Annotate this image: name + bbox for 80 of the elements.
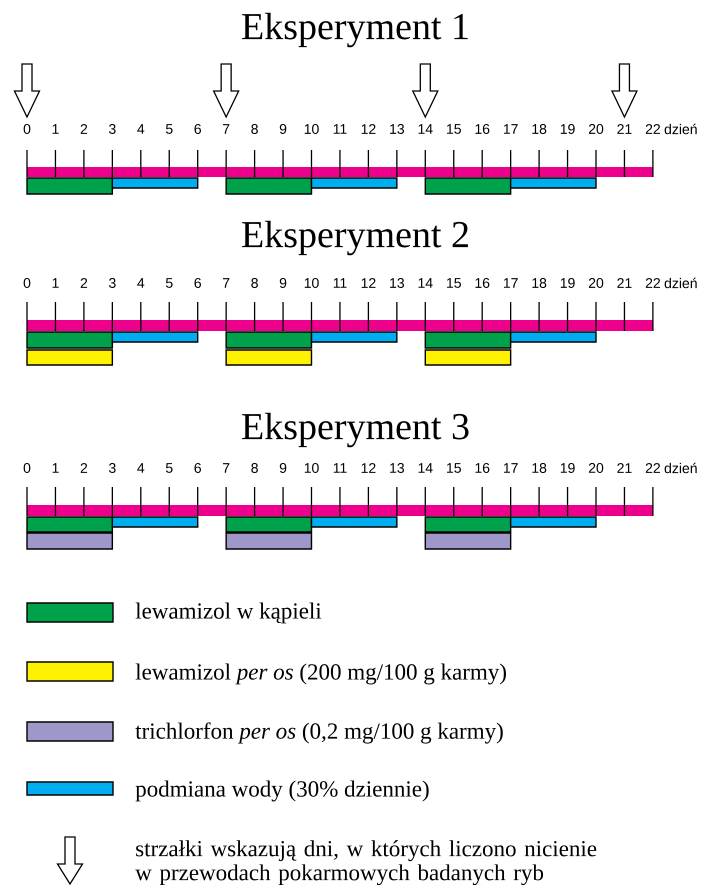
day-number: 9 xyxy=(280,278,286,288)
day-number: 12 xyxy=(362,463,376,473)
day-number: 4 xyxy=(137,278,144,288)
day-number: 17 xyxy=(504,278,518,288)
day-number: 5 xyxy=(166,463,173,473)
day-number: 1 xyxy=(52,278,59,288)
day-number: 9 xyxy=(280,124,286,134)
legend-text: podmiana wody (30% dziennie) xyxy=(136,780,429,802)
day-number: 12 xyxy=(362,124,376,134)
day-number: 13 xyxy=(390,463,404,473)
day-number: 20 xyxy=(588,278,604,288)
day-number: 14 xyxy=(418,463,433,473)
day-number: 8 xyxy=(251,463,258,473)
day-number: 1 xyxy=(52,463,59,473)
day-number: 22 xyxy=(646,124,660,134)
day-number: 16 xyxy=(475,463,490,473)
day-number: 0 xyxy=(24,463,30,473)
day-number: 5 xyxy=(166,124,173,134)
day-number: 16 xyxy=(475,278,490,288)
day-number: 10 xyxy=(304,278,319,288)
day-number: 15 xyxy=(447,124,461,134)
day-number: 20 xyxy=(588,124,604,134)
day-number: 21 xyxy=(617,463,632,473)
day-number: 16 xyxy=(475,124,490,134)
day-number: 4 xyxy=(137,463,144,473)
day-number: 13 xyxy=(390,278,404,288)
day-number: 2 xyxy=(80,124,88,134)
day-number: 6 xyxy=(194,124,201,134)
day-number: 21 xyxy=(617,278,632,288)
day-number: 18 xyxy=(532,124,546,134)
day-number: 0 xyxy=(24,278,30,288)
day-number: 17 xyxy=(504,124,518,134)
day-number: 7 xyxy=(222,463,230,473)
day-number: 20 xyxy=(588,463,604,473)
day-number: 11 xyxy=(334,124,347,134)
day-number: 10 xyxy=(304,463,319,473)
day-number: 8 xyxy=(251,124,258,134)
day-number: 13 xyxy=(390,124,404,134)
day-number: 22 xyxy=(646,463,660,473)
day-number: 9 xyxy=(280,463,286,473)
day-number: 2 xyxy=(80,463,88,473)
legend-text: strzałki wskazują dni, w których liczono nicienie w przewodach pokarmowych badanych ryb xyxy=(135,840,596,885)
day-number: 8 xyxy=(251,278,258,288)
unit-label: dzień xyxy=(664,462,697,474)
day-number: 15 xyxy=(447,278,461,288)
day-number: 18 xyxy=(532,278,546,288)
day-number: 11 xyxy=(334,278,347,288)
day-number: 17 xyxy=(504,463,518,473)
day-number: 22 xyxy=(646,278,660,288)
unit-label: dzień xyxy=(664,278,697,288)
day-number: 3 xyxy=(109,463,116,473)
day-number: 15 xyxy=(447,463,461,473)
day-number: 7 xyxy=(222,124,230,134)
day-number: 5 xyxy=(166,278,173,288)
day-number: 12 xyxy=(362,278,376,288)
day-number: 0 xyxy=(24,124,30,134)
day-number: 6 xyxy=(194,278,201,288)
legend-text: trichlorfon per os (0,2 mg/100 g karmy) xyxy=(135,722,503,744)
day-number: 1 xyxy=(52,124,59,134)
unit-label: dzień xyxy=(664,124,697,134)
day-number: 4 xyxy=(137,124,144,134)
experiment-title: Eksperyment 3 xyxy=(242,412,469,448)
legend-text: lewamizol per os (200 mg/100 g karmy) xyxy=(136,664,506,684)
day-number: 14 xyxy=(418,278,433,288)
experiment-title: Eksperyment 1 xyxy=(242,12,468,48)
experiment-title: Eksperyment 2 xyxy=(242,220,468,256)
day-number: 18 xyxy=(532,463,546,473)
day-number: 19 xyxy=(560,124,575,134)
day-number: 3 xyxy=(109,278,116,288)
day-number: 21 xyxy=(617,124,632,134)
day-number: 11 xyxy=(334,463,347,473)
day-number: 3 xyxy=(109,124,116,134)
legend-text: lewamizol w kąpieli xyxy=(136,602,322,624)
day-number: 7 xyxy=(222,278,230,288)
day-number: 10 xyxy=(304,124,319,134)
day-number: 14 xyxy=(418,124,433,134)
day-number: 19 xyxy=(560,463,575,473)
day-number: 19 xyxy=(560,278,575,288)
day-number: 2 xyxy=(80,278,88,288)
day-number: 6 xyxy=(194,463,201,473)
